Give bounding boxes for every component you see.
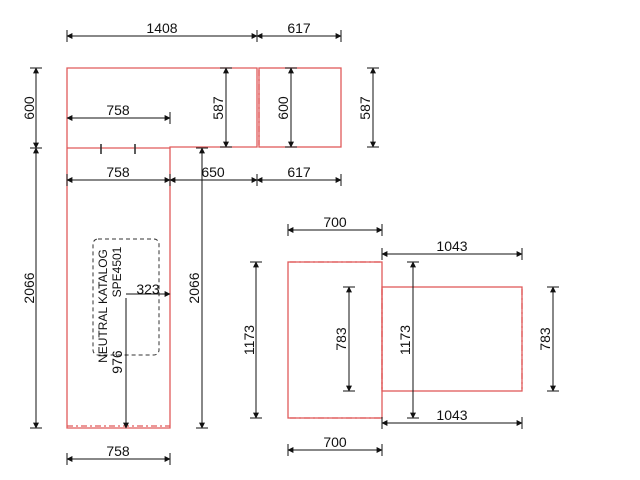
dim-r-bottom-700-label: 700: [323, 434, 347, 450]
dim-r-inner-783-label: 783: [333, 327, 349, 351]
dim-right-600-label: 600: [275, 96, 291, 120]
right-small-panel: [258, 67, 342, 148]
dim-inner-587-label: 587: [210, 96, 226, 120]
dim-top-right-label: 617: [287, 20, 311, 36]
dim-r-top-700-label: 700: [323, 214, 347, 230]
sink-code-label: SPE4501: [110, 246, 124, 297]
dim-r-right-783-label: 783: [537, 327, 553, 351]
dim-right-587-label: 587: [357, 96, 373, 120]
sink-offset-y-label: 976: [109, 350, 125, 374]
dim-r-mid-1173-label: 1173: [397, 325, 413, 355]
dim-top-total-label: 1408: [146, 20, 177, 36]
dim-left-2066-label: 2066: [21, 272, 37, 303]
sink-offset-x-label: 323: [136, 281, 160, 297]
dim-mid-758-label: 758: [106, 164, 130, 180]
right-panels-drawing: 700 1043 1173 783 1173 783 1043: [241, 214, 559, 456]
l-countertop-outline: [66, 67, 258, 429]
dim-mid-617-label: 617: [287, 164, 311, 180]
dim-inner-758-label: 758: [106, 102, 130, 118]
dim-r-bottom-1043-label: 1043: [436, 407, 467, 423]
dim-right-2066-label: 2066: [186, 272, 202, 303]
left-countertop-drawing: 1408 617 600 758 587 600 587 75: [21, 20, 379, 465]
dim-left-600-label: 600: [21, 96, 37, 120]
sink-model-label: NEUTRAL KATALOG: [96, 249, 110, 363]
wide-panel-outline: [381, 286, 523, 392]
dim-mid-650-label: 650: [201, 164, 225, 180]
dim-bottom-758-label: 758: [106, 443, 130, 459]
dim-r-left-1173-label: 1173: [241, 325, 257, 355]
dim-r-top-1043-label: 1043: [436, 238, 467, 254]
